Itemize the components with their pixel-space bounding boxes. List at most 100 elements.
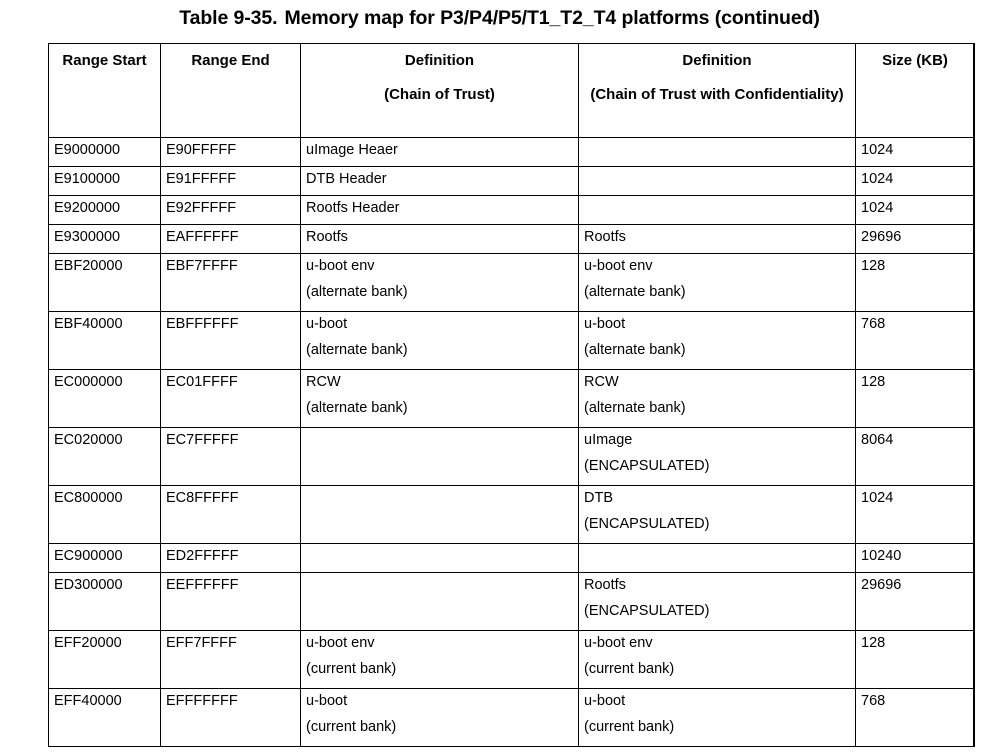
cell-definition-cot-confidentiality: u-boot(alternate bank) bbox=[578, 311, 856, 370]
cell-range-end-line1: EAFFFFFF bbox=[166, 229, 239, 245]
cell-definition-cot-confidentiality-line2: (ENCAPSULATED) bbox=[584, 515, 710, 532]
cell-size: 29696 bbox=[855, 572, 975, 631]
column-header-definition-cot: Definition (Chain of Trust) bbox=[300, 43, 579, 138]
cell-range-end-line1: EC8FFFFF bbox=[166, 490, 239, 506]
cell-range-end: EFFFFFFF bbox=[160, 688, 301, 747]
cell-definition-cot-confidentiality-line1: Rootfs bbox=[584, 577, 626, 593]
cell-definition-cot-line2: (alternate bank) bbox=[306, 341, 408, 358]
cell-definition-cot-confidentiality-line2: (alternate bank) bbox=[584, 283, 686, 300]
cell-range-start: E9100000 bbox=[48, 166, 161, 196]
memory-map-table: Range Start Range End Definition (Chain … bbox=[48, 43, 975, 747]
cell-range-end: ED2FFFFF bbox=[160, 543, 301, 573]
column-header-definition-cot-label: Definition bbox=[404, 52, 475, 69]
cell-size: 768 bbox=[855, 311, 975, 370]
cell-definition-cot-confidentiality: u-boot env (alternate bank) bbox=[578, 253, 856, 312]
table-row: EFF20000 EFF7FFFF u-boot env (current bank)… bbox=[48, 630, 975, 689]
cell-size-line1: 1024 bbox=[861, 142, 894, 158]
cell-definition-cot-line1: uImage Heaer bbox=[306, 142, 398, 158]
cell-size-line1: 8064 bbox=[861, 432, 894, 448]
cell-definition-cot: u-boot(current bank) bbox=[300, 688, 579, 747]
cell-definition-cot-confidentiality: Rootfs bbox=[578, 224, 856, 254]
column-header-range-end: Range End bbox=[160, 43, 301, 138]
cell-range-end: EAFFFFFF bbox=[160, 224, 301, 254]
cell-definition-cot-confidentiality-line2: (ENCAPSULATED) bbox=[584, 602, 710, 619]
cell-range-start-line1: E9200000 bbox=[54, 200, 121, 216]
cell-size: 1024 bbox=[855, 166, 975, 196]
cell-definition-cot-confidentiality-line1: u-boot env bbox=[584, 258, 653, 274]
cell-range-start: EBF20000 bbox=[48, 253, 161, 312]
cell-size: 768 bbox=[855, 688, 975, 747]
cell-range-end: E91FFFFF bbox=[160, 166, 301, 196]
cell-range-end-line1: EFF7FFFF bbox=[166, 635, 237, 651]
cell-range-end-line1: E92FFFFF bbox=[166, 200, 237, 216]
cell-range-start-line1: EBF40000 bbox=[54, 316, 123, 332]
column-header-size-label: Size (KB) bbox=[882, 52, 948, 69]
cell-size-line1: 128 bbox=[861, 635, 886, 651]
cell-range-start-line1: EFF40000 bbox=[54, 693, 122, 709]
cell-range-end-line1: EC7FFFFF bbox=[166, 432, 239, 448]
cell-size: 10240 bbox=[855, 543, 975, 573]
cell-range-start: EC800000 bbox=[48, 485, 161, 544]
cell-size: 1024 bbox=[855, 485, 975, 544]
cell-definition-cot-line1: Rootfs Header bbox=[306, 200, 400, 216]
cell-size: 128 bbox=[855, 630, 975, 689]
cell-size-line1: 1024 bbox=[861, 490, 894, 506]
cell-definition-cot-line1: DTB Header bbox=[306, 171, 387, 187]
cell-range-start-line1: EBF20000 bbox=[54, 258, 123, 274]
cell-definition-cot-confidentiality bbox=[578, 137, 856, 167]
cell-definition-cot-confidentiality-line1: uImage bbox=[584, 432, 633, 448]
cell-definition-cot-confidentiality bbox=[578, 543, 856, 573]
cell-definition-cot-confidentiality bbox=[578, 166, 856, 196]
cell-size: 128 bbox=[855, 253, 975, 312]
cell-definition-cot-line2: (alternate bank) bbox=[306, 399, 408, 416]
cell-size-line1: 768 bbox=[861, 693, 886, 709]
table-caption-number: Table 9-35. bbox=[179, 7, 278, 29]
cell-range-start-line1: EC900000 bbox=[54, 548, 123, 564]
table-caption-text: Memory map for P3/P4/P5/T1_T2_T4 platfor… bbox=[284, 7, 820, 29]
memory-map-table-container: Range Start Range End Definition (Chain … bbox=[48, 43, 975, 747]
table-caption: Table 9-35. Memory map for P3/P4/P5/T1_T2… bbox=[0, 6, 999, 30]
cell-definition-cot-confidentiality-line2: (ENCAPSULATED) bbox=[584, 457, 710, 474]
cell-range-end: E90FFFFF bbox=[160, 137, 301, 167]
cell-range-start: EFF40000 bbox=[48, 688, 161, 747]
cell-range-start: EC000000 bbox=[48, 369, 161, 428]
cell-range-start: EC020000 bbox=[48, 427, 161, 486]
table-row: E9200000 E92FFFFF Rootfs Header 1024 bbox=[48, 195, 975, 225]
cell-size: 128 bbox=[855, 369, 975, 428]
cell-definition-cot-line2: (current bank) bbox=[306, 718, 397, 735]
cell-range-start-line1: EFF20000 bbox=[54, 635, 122, 651]
cell-definition-cot-confidentiality: u-boot(current bank) bbox=[578, 688, 856, 747]
cell-size: 1024 bbox=[855, 137, 975, 167]
cell-size-line1: 29696 bbox=[861, 577, 902, 593]
cell-range-start: E9200000 bbox=[48, 195, 161, 225]
cell-definition-cot-line2: (alternate bank) bbox=[306, 283, 408, 300]
cell-definition-cot: DTB Header bbox=[300, 166, 579, 196]
table-row: E9100000 E91FFFFF DTB Header 1024 bbox=[48, 166, 975, 196]
cell-range-start-line1: E9100000 bbox=[54, 171, 121, 187]
table-row: EC020000 EC7FFFFF uImage (ENCAPSULATED) 8064 bbox=[48, 427, 975, 486]
cell-definition-cot-confidentiality-line2: (current bank) bbox=[584, 660, 675, 677]
column-header-range-start-label: Range Start bbox=[62, 52, 147, 69]
cell-size-line1: 1024 bbox=[861, 200, 894, 216]
cell-range-end-line1: ED2FFFFF bbox=[166, 548, 239, 564]
cell-definition-cot-confidentiality: Rootfs (ENCAPSULATED) bbox=[578, 572, 856, 631]
cell-size-line1: 768 bbox=[861, 316, 886, 332]
cell-size: 8064 bbox=[855, 427, 975, 486]
cell-range-end-line1: EBFFFFFF bbox=[166, 316, 239, 332]
cell-range-end-line1: E91FFFFF bbox=[166, 171, 237, 187]
cell-range-end-line1: EFFFFFFF bbox=[166, 693, 238, 709]
cell-range-end: EC01FFFF bbox=[160, 369, 301, 428]
cell-definition-cot bbox=[300, 427, 579, 486]
cell-definition-cot: Rootfs bbox=[300, 224, 579, 254]
column-header-range-start: Range Start bbox=[48, 43, 161, 138]
cell-definition-cot-line1: u-boot bbox=[306, 316, 348, 332]
table-header: Range Start Range End Definition (Chain … bbox=[48, 43, 975, 138]
cell-definition-cot-confidentiality-line2: (alternate bank) bbox=[584, 341, 686, 358]
cell-definition-cot-confidentiality: RCW(alternate bank) bbox=[578, 369, 856, 428]
cell-definition-cot: u-boot (alternate bank) bbox=[300, 311, 579, 370]
cell-definition-cot-line1: u-boot env bbox=[306, 635, 375, 651]
